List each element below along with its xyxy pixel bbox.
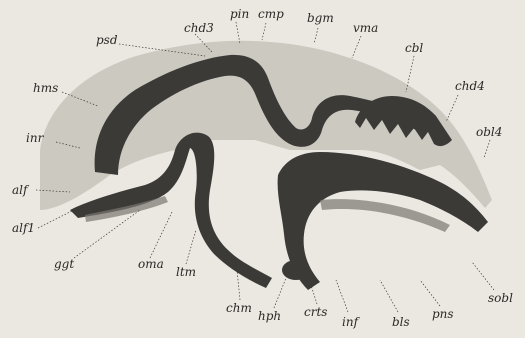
label-chd4: chd4 [455, 79, 485, 93]
label-vma: vma [353, 21, 378, 35]
label-bgm: bgm [307, 11, 334, 25]
hypophysis [282, 260, 310, 280]
label-cmp: cmp [258, 7, 284, 21]
label-sobl: sobl [488, 291, 513, 305]
label-chm: chm [226, 301, 252, 315]
label-alf: alf [12, 183, 30, 197]
label-inr: inr [26, 131, 45, 145]
label-psd: psd [96, 33, 118, 47]
label-pin: pin [230, 7, 249, 21]
label-obl4: obl4 [476, 125, 502, 139]
label-oma: oma [138, 257, 164, 271]
label-hms: hms [33, 81, 58, 95]
label-alf1: alf1 [12, 221, 35, 235]
label-cbl: cbl [405, 41, 423, 55]
label-hph: hph [258, 309, 281, 323]
label-pns: pns [432, 307, 454, 321]
label-inf: inf [342, 315, 361, 329]
label-ggt: ggt [54, 257, 74, 271]
label-crts: crts [304, 305, 327, 319]
label-chd3: chd3 [184, 21, 214, 35]
label-bls: bls [392, 315, 410, 329]
label-ltm: ltm [176, 265, 196, 279]
